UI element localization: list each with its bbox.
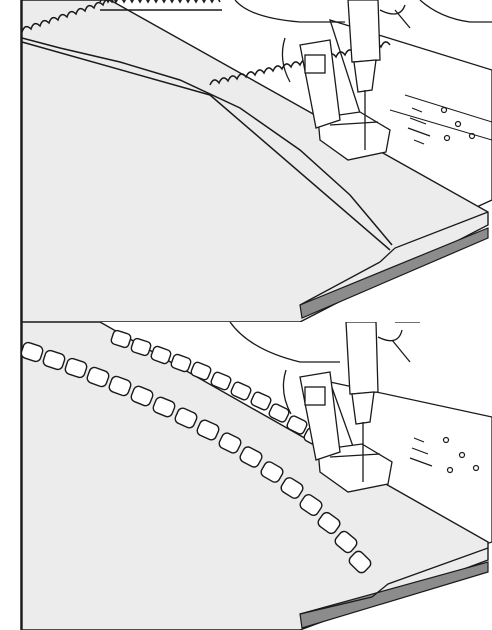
machine-head <box>230 322 340 362</box>
scallop-drawing <box>0 322 492 630</box>
panel-scallop-stitch <box>0 322 492 630</box>
overlock-drawing <box>0 0 492 322</box>
panel-overlock-stitch <box>0 0 492 322</box>
machine-head <box>235 0 345 22</box>
